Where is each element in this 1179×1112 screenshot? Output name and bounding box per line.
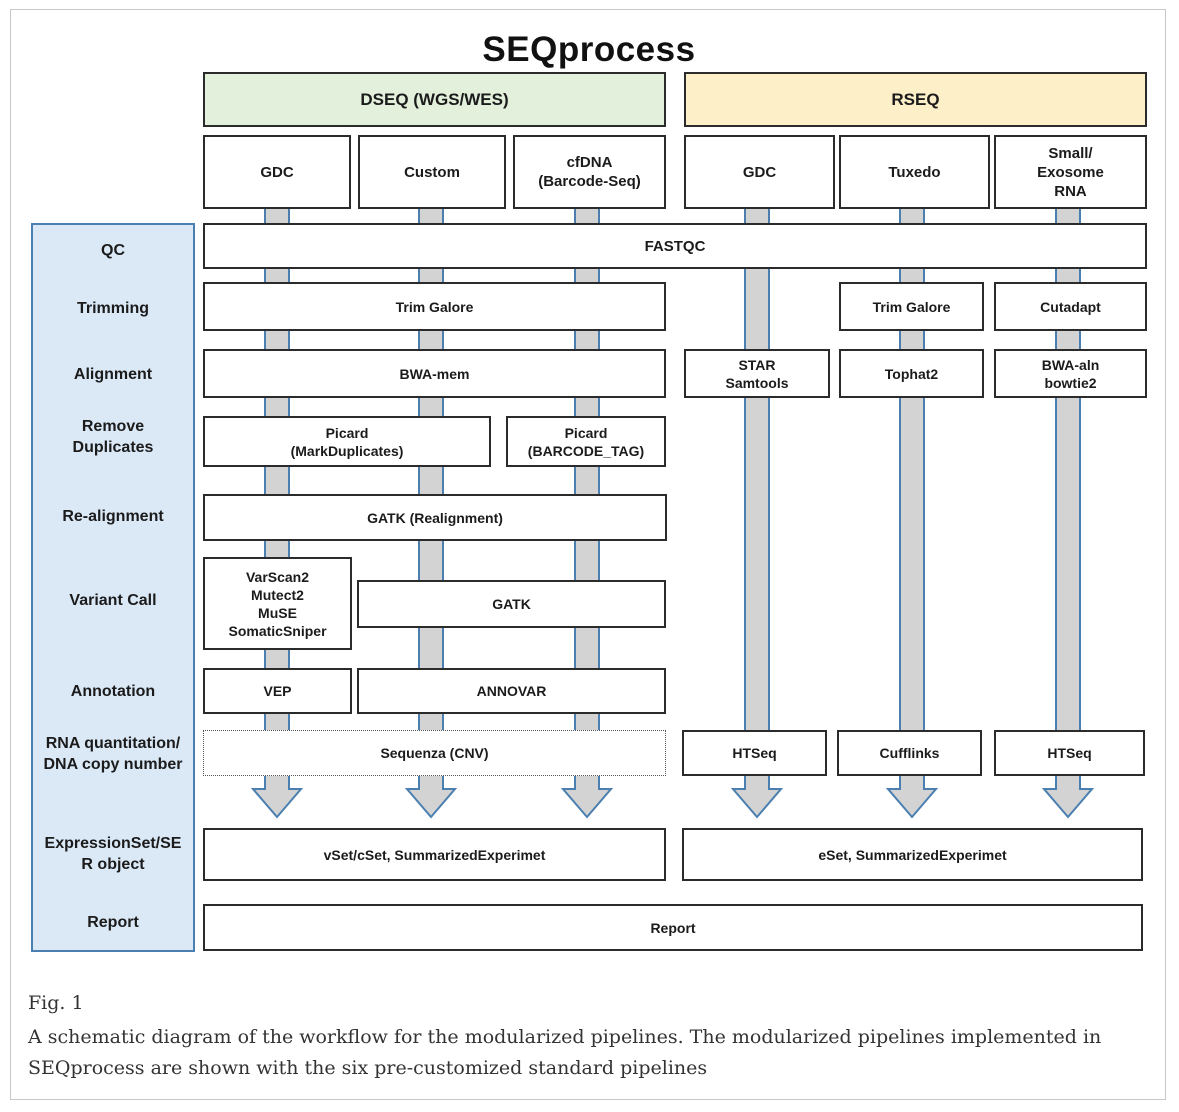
tool-picard-markduplicates: Picard (MarkDuplicates) bbox=[203, 416, 491, 467]
tool-gatk-realignment: GATK (Realignment) bbox=[203, 494, 667, 541]
tool-report: Report bbox=[203, 904, 1143, 951]
step-panel bbox=[31, 223, 195, 952]
tool-eset: eSet, SummarizedExperimet bbox=[682, 828, 1143, 881]
figure-caption: A schematic diagram of the workflow for … bbox=[28, 1026, 1102, 1079]
step-variant-call: Variant Call bbox=[69, 591, 157, 609]
step-annotation: Annotation bbox=[70, 682, 156, 700]
tool-vep: VEP bbox=[203, 668, 352, 714]
tool-bwa-mem: BWA-mem bbox=[203, 349, 666, 398]
step-trimming: Trimming bbox=[76, 299, 149, 317]
tool-cufflinks: Cufflinks bbox=[837, 730, 982, 776]
tool-varscan-group: VarScan2 Mutect2 MuSE SomaticSniper bbox=[203, 557, 352, 650]
pipeline-dseq-cfdna: cfDNA (Barcode-Seq) bbox=[513, 135, 666, 209]
dseq-header: DSEQ (WGS/WES) bbox=[203, 72, 666, 127]
pipeline-dseq-gdc: GDC bbox=[203, 135, 351, 209]
step-report: Report bbox=[87, 913, 139, 931]
tool-trim-galore-tuxedo: Trim Galore bbox=[839, 282, 984, 331]
step-quantitation: RNA quantitation/ DNA copy number bbox=[43, 735, 183, 773]
tool-htseq-gdc: HTSeq bbox=[682, 730, 827, 776]
tool-htseq-small: HTSeq bbox=[994, 730, 1145, 776]
diagram-title: SEQprocess bbox=[482, 30, 696, 69]
figure-label: Fig. 1 bbox=[28, 992, 84, 1014]
rseq-header: RSEQ bbox=[684, 72, 1147, 127]
step-alignment: Alignment bbox=[73, 365, 153, 383]
step-qc: QC bbox=[101, 241, 125, 259]
tool-gatk: GATK bbox=[357, 580, 666, 628]
tool-tophat2: Tophat2 bbox=[839, 349, 984, 398]
pipeline-rseq-gdc: GDC bbox=[684, 135, 835, 209]
step-expressionset: ExpressionSet/SE R object bbox=[44, 835, 182, 873]
tool-annovar: ANNOVAR bbox=[357, 668, 666, 714]
pipeline-rseq-tuxedo: Tuxedo bbox=[839, 135, 990, 209]
pipeline-rseq-small-exosome: Small/ Exosome RNA bbox=[994, 135, 1147, 209]
tool-bwa-aln-bowtie2: BWA-aln bowtie2 bbox=[994, 349, 1147, 398]
step-realignment: Re-alignment bbox=[62, 507, 164, 525]
tool-vset-cset: vSet/cSet, SummarizedExperimet bbox=[203, 828, 666, 881]
tool-picard-barcode-tag: Picard (BARCODE_TAG) bbox=[506, 416, 666, 467]
arrow-rseq-gdc bbox=[730, 205, 784, 819]
step-remove-duplicates: Remove Duplicates bbox=[72, 418, 154, 456]
tool-trim-galore-dseq: Trim Galore bbox=[203, 282, 666, 331]
tool-star-samtools: STAR Samtools bbox=[684, 349, 830, 398]
tool-fastqc: FASTQC bbox=[203, 223, 1147, 269]
pipeline-dseq-custom: Custom bbox=[358, 135, 506, 209]
tool-sequenza-cnv: Sequenza (CNV) bbox=[203, 730, 666, 776]
tool-cutadapt: Cutadapt bbox=[994, 282, 1147, 331]
